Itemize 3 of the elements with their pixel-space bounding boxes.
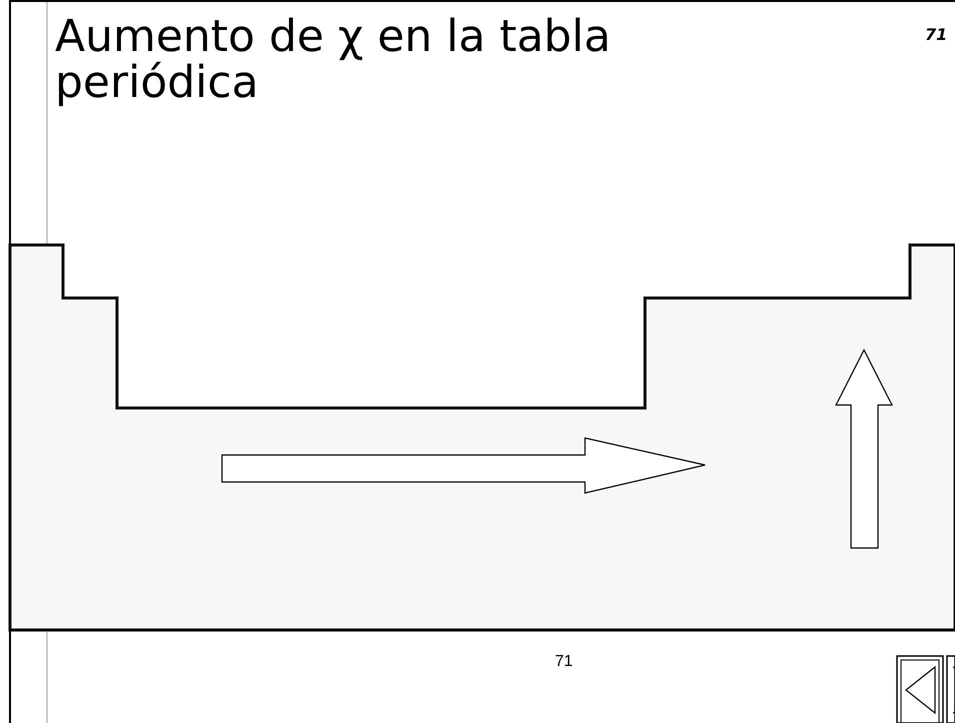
page-number: 71	[555, 653, 573, 671]
slide-title: Aumento de χ en la tabla periódica	[55, 14, 612, 106]
slide-number: 71	[925, 25, 948, 44]
